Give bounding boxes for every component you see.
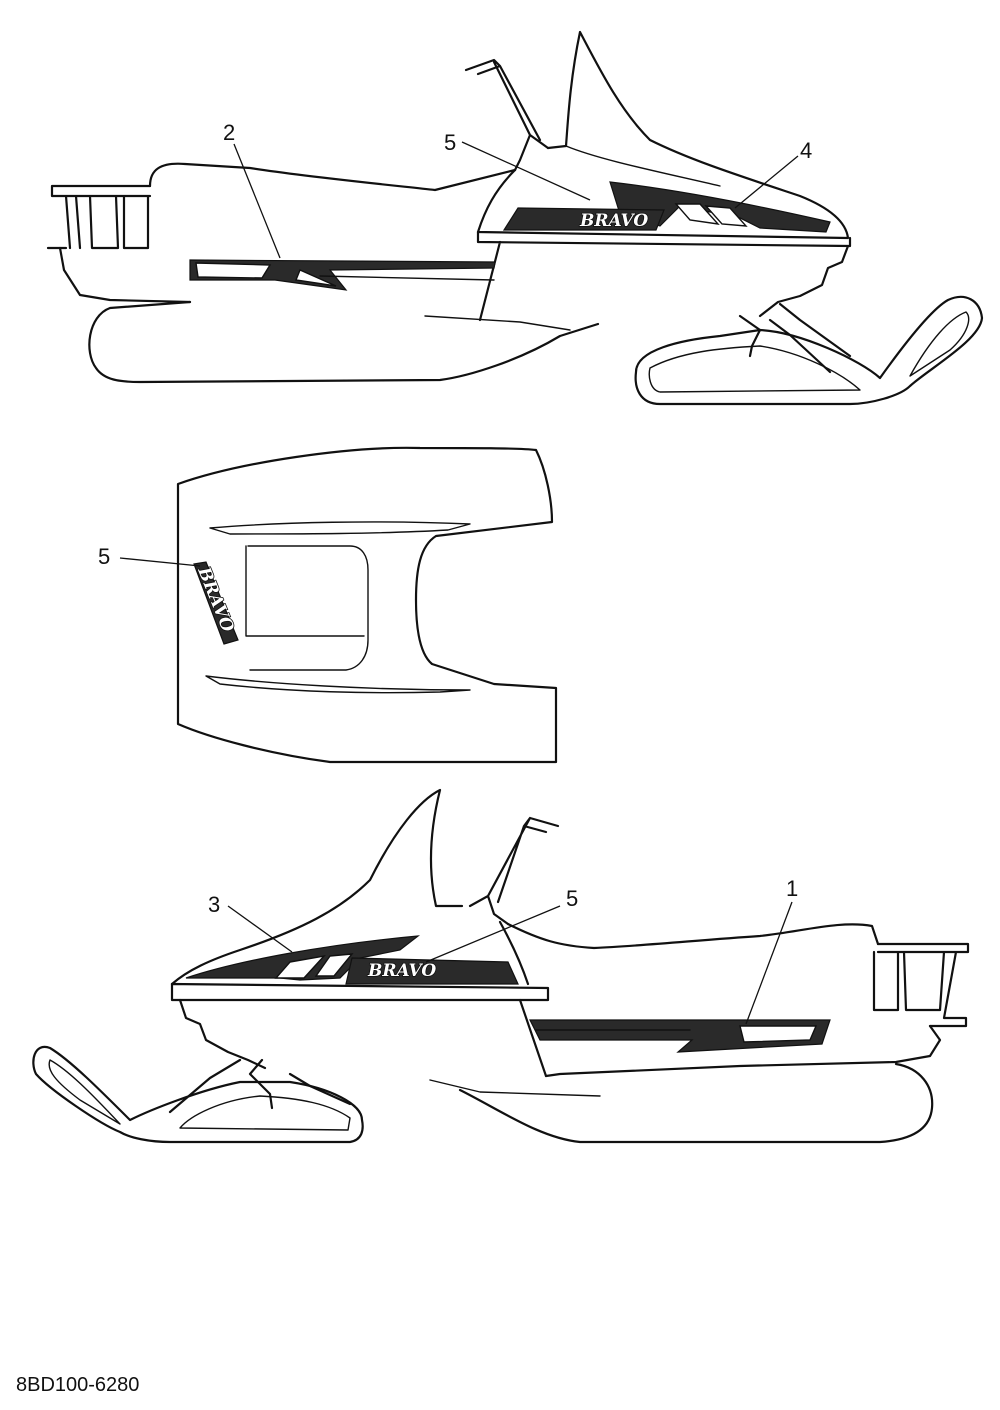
track-bottom bbox=[458, 1062, 934, 1144]
decal-2-side-stripe bbox=[189, 259, 496, 291]
windshield-edge bbox=[565, 145, 721, 187]
snowmobile-side-view-bottom: BRAVO 3 5 1 bbox=[32, 788, 970, 1144]
seat-stripe-bottom bbox=[205, 675, 471, 694]
track bbox=[88, 300, 600, 384]
seat-top-view: BRAVO 5 bbox=[98, 446, 558, 764]
ski-inner-bottom bbox=[48, 1059, 351, 1131]
leader-1-bottom bbox=[745, 901, 793, 1025]
logo-text-mid: BRAVO bbox=[193, 563, 238, 635]
snowmobile-side-view-top: BRAVO 2 5 4 bbox=[46, 30, 984, 406]
decal-1-side-stripe bbox=[529, 1019, 831, 1053]
callout-4-top: 4 bbox=[800, 138, 812, 163]
leader-5-bottom bbox=[425, 905, 561, 963]
callout-5-mid: 5 bbox=[98, 544, 110, 569]
logo-text-bottom: BRAVO bbox=[367, 961, 436, 981]
handlebar-bottom bbox=[468, 816, 560, 926]
callout-2-top: 2 bbox=[223, 120, 235, 145]
seat-stripe-top bbox=[209, 521, 471, 535]
callout-3-bottom: 3 bbox=[208, 892, 220, 917]
ski-suspension-bottom bbox=[168, 1058, 352, 1114]
ski-inner bbox=[648, 311, 970, 393]
leader-5-top bbox=[461, 141, 591, 201]
callout-1-bottom: 1 bbox=[786, 876, 798, 901]
seat-inner-panel bbox=[245, 545, 369, 671]
leader-4-top bbox=[734, 155, 799, 209]
ski bbox=[634, 295, 984, 406]
callout-5-top: 5 bbox=[444, 130, 456, 155]
hood-side-bottom bbox=[178, 920, 548, 1078]
callout-5-bottom: 5 bbox=[566, 886, 578, 911]
ski-suspension bbox=[738, 302, 852, 374]
hood-lower-panel bbox=[476, 230, 852, 322]
tunnel-side-bottom bbox=[544, 1024, 942, 1078]
track-upper-line bbox=[424, 315, 571, 331]
leader-3-bottom bbox=[227, 905, 293, 953]
windshield-bottom bbox=[170, 788, 464, 986]
logo-text-top: BRAVO bbox=[579, 211, 648, 231]
handlebar bbox=[464, 58, 550, 172]
ski-bottom bbox=[32, 1045, 364, 1144]
seat-body bbox=[148, 162, 517, 192]
leader-2-top bbox=[233, 143, 281, 259]
leader-5-mid bbox=[119, 557, 201, 567]
track-upper-line-bottom bbox=[429, 1079, 601, 1097]
part-code-label: 8BD100-6280 bbox=[16, 1374, 140, 1396]
rear-bumper-rack-bottom bbox=[872, 942, 970, 1028]
hood-bottom bbox=[170, 922, 880, 1002]
decal-4-hood-stripe bbox=[609, 181, 831, 233]
tunnel-side bbox=[58, 246, 192, 304]
seat-outline bbox=[176, 446, 558, 764]
decal-5-logo-bottom: BRAVO bbox=[345, 957, 519, 985]
rear-bumper-rack bbox=[46, 184, 152, 250]
decal-5-logo-mid: BRAVO bbox=[192, 561, 239, 645]
decal-5-logo-top: BRAVO bbox=[502, 207, 665, 232]
